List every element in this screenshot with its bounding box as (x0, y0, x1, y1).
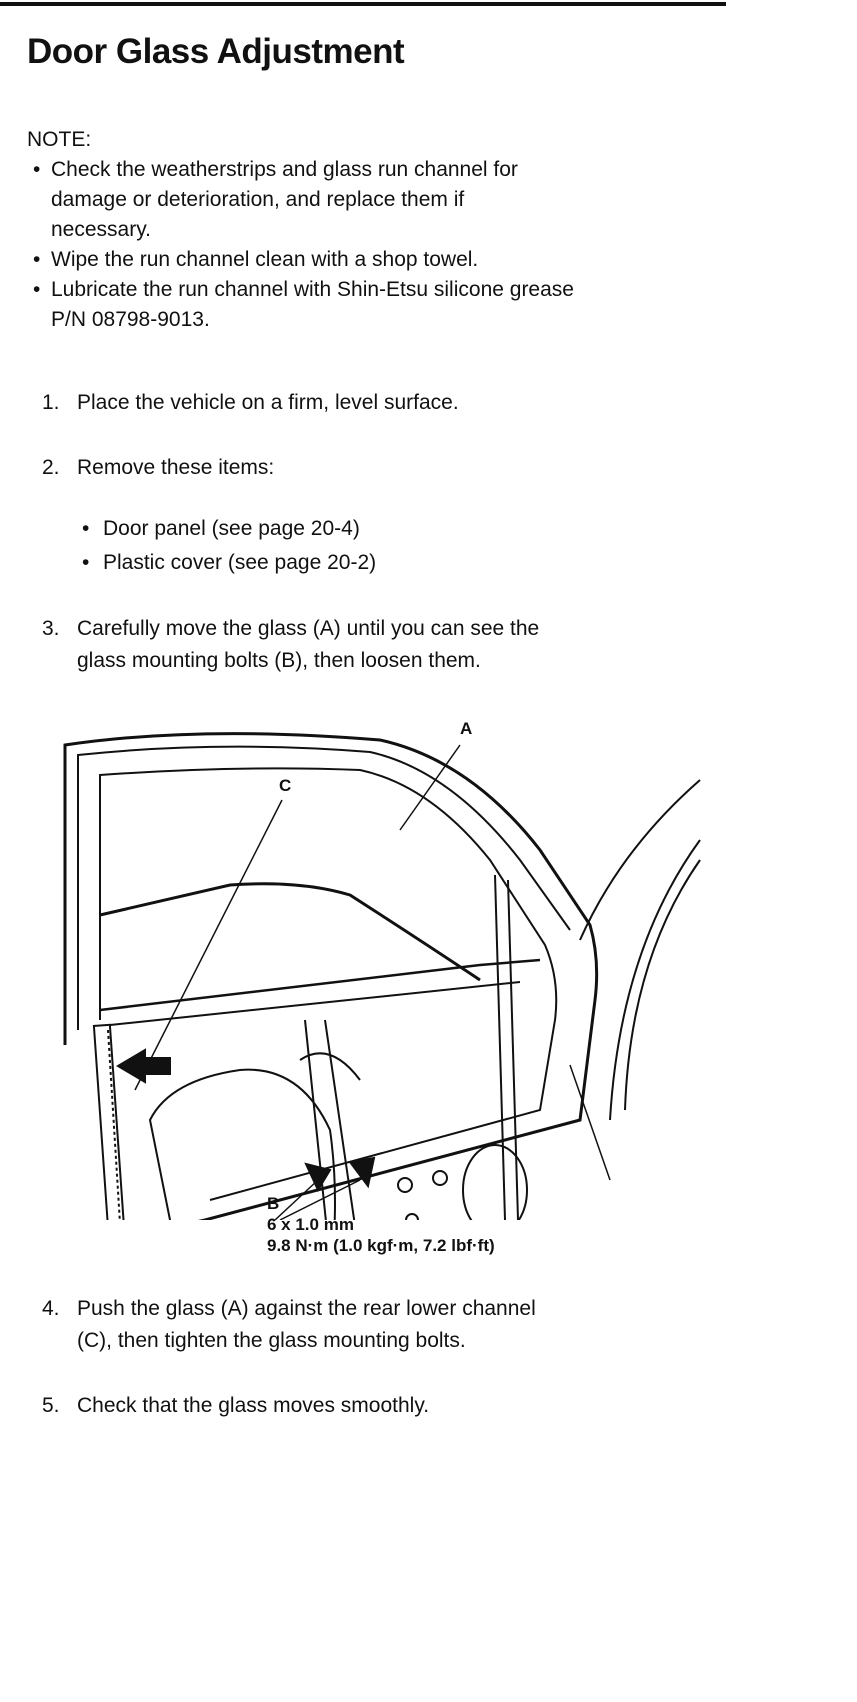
note-item-2: Wipe the run channel clean with a shop t… (51, 248, 479, 271)
bullet: • (33, 278, 41, 301)
step-4-line-1: Push the glass (A) against the rear lowe… (77, 1297, 536, 1320)
step-1-number: 1. (42, 391, 60, 414)
step-5-number: 5. (42, 1394, 60, 1417)
step-2-number: 2. (42, 456, 60, 479)
bullet: • (82, 517, 90, 540)
label-b: B (267, 1194, 280, 1213)
note-item-3-line-1: Lubricate the run channel with Shin-Etsu… (51, 278, 574, 301)
step-2-subitem-2: Plastic cover (see page 20-2) (103, 551, 377, 574)
step-3-line-2: glass mounting bolts (B), then loosen th… (77, 649, 481, 672)
step-1-text: Place the vehicle on a firm, level surfa… (77, 391, 459, 414)
bullet: • (82, 551, 90, 574)
note-item-3-line-2: P/N 08798-9013. (51, 308, 210, 331)
step-3-line-1: Carefully move the glass (A) until you c… (77, 617, 540, 640)
label-a: A (460, 719, 473, 738)
step-2-text: Remove these items: (77, 456, 275, 479)
step-4-number: 4. (42, 1297, 60, 1320)
note-item-1-line-3: necessary. (51, 218, 151, 241)
note-label: NOTE: (27, 128, 92, 151)
torque-spec: 9.8 N·m (1.0 kgf·m, 7.2 lbf·ft) (267, 1236, 495, 1255)
step-5-text: Check that the glass moves smoothly. (77, 1394, 430, 1417)
label-c: C (279, 776, 292, 795)
header-rule (0, 2, 726, 6)
door-glass-diagram (63, 732, 701, 1220)
step-2-subitem-1: Door panel (see page 20-4) (103, 517, 360, 540)
page-title: Door Glass Adjustment (27, 32, 405, 71)
step-3-number: 3. (42, 617, 60, 640)
note-item-1-line-2: damage or deterioration, and replace the… (51, 188, 465, 211)
bolt-size: 6 x 1.0 mm (267, 1215, 354, 1234)
step-4-line-2: (C), then tighten the glass mounting bol… (77, 1329, 466, 1352)
bullet: • (33, 158, 41, 181)
bullet: • (33, 248, 41, 271)
note-item-1-line-1: Check the weatherstrips and glass run ch… (51, 158, 518, 181)
